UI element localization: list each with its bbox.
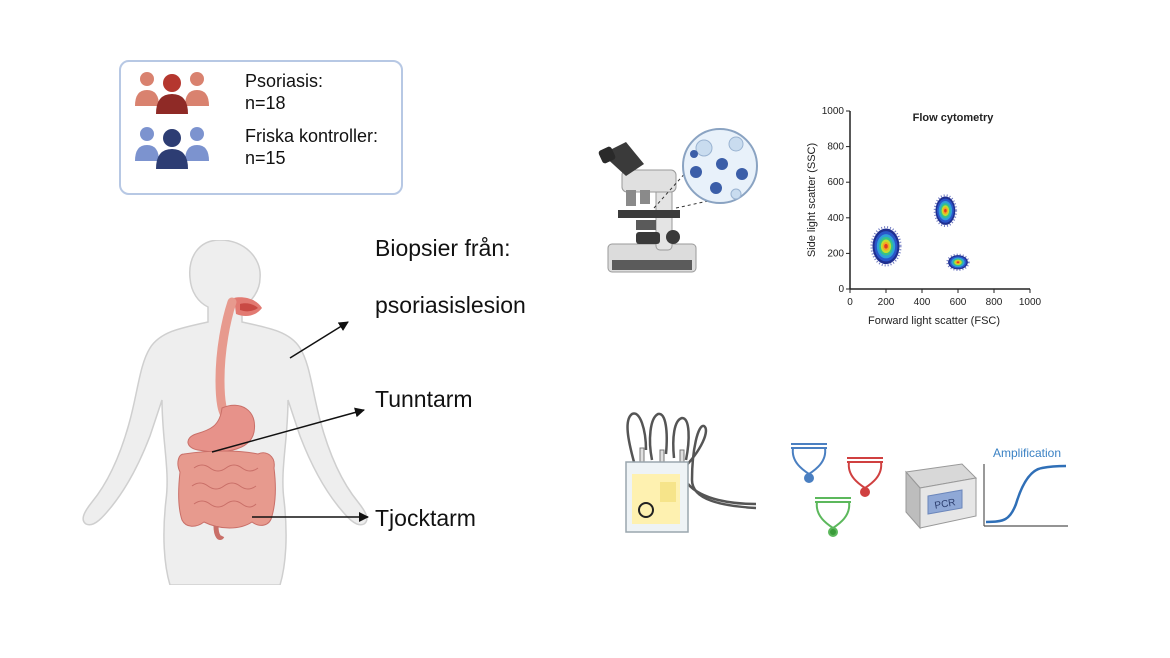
arrow-skin xyxy=(289,321,349,359)
y-tick-label: 800 xyxy=(827,142,844,153)
electrode-wires xyxy=(626,412,757,510)
probe-red xyxy=(847,457,883,497)
y-axis-label: Side light scatter (SSC) xyxy=(806,143,818,257)
legend-label-controls: Friska kontroller: n=15 xyxy=(245,125,378,169)
probe-green xyxy=(815,497,851,537)
legend-row-psoriasis xyxy=(135,70,211,116)
people-group-icon xyxy=(135,72,209,114)
pcr-machine-illustration: PCR xyxy=(905,463,978,530)
y-tick-label: 600 xyxy=(827,177,844,188)
amplification-label: Amplification xyxy=(993,446,1061,460)
group-count: n=18 xyxy=(245,93,286,113)
human-body-illustration xyxy=(82,240,368,585)
x-tick-label: 0 xyxy=(847,297,853,308)
x-axis-ticks: 0 200 400 600 800 1000 xyxy=(847,289,1042,308)
biopsy-site-skin: psoriasislesion xyxy=(375,292,526,318)
amplification-line xyxy=(985,464,1067,524)
legend-row-controls xyxy=(135,125,211,171)
cluster-3-density xyxy=(956,261,960,264)
y-tick-label: 0 xyxy=(838,284,844,295)
microscope-illustration xyxy=(598,128,758,273)
electrophoresis-illustration xyxy=(625,412,757,533)
biopsy-site-small-intestine: Tunntarm xyxy=(375,386,473,412)
arrow-small-intestine xyxy=(211,407,365,453)
biopsy-site-large-intestine: Tjocktarm xyxy=(375,505,476,531)
pcr-machine-icon xyxy=(905,463,978,530)
mouth-region xyxy=(234,297,262,316)
x-tick-label: 200 xyxy=(878,297,895,308)
flow-cytometry-plot: Flow cytometry 0 200 400 600 800 1000 0 200 400… xyxy=(806,106,1042,327)
plot-title: Flow cytometry xyxy=(913,112,995,124)
group-name: Psoriasis: xyxy=(245,71,324,91)
scatter-clusters xyxy=(870,194,970,271)
x-tick-label: 400 xyxy=(914,297,931,308)
group-name: Friska kontroller: xyxy=(245,126,379,146)
x-tick-label: 800 xyxy=(986,297,1003,308)
x-tick-label: 1000 xyxy=(1019,297,1042,308)
amplification-curve: Amplification xyxy=(983,446,1068,527)
y-axis-ticks: 0 200 400 600 800 1000 xyxy=(822,106,850,295)
cell-magnified-view xyxy=(682,128,758,204)
cluster-halo xyxy=(946,253,970,271)
cluster-1-density xyxy=(884,243,888,249)
y-tick-label: 1000 xyxy=(822,106,845,117)
stomach xyxy=(187,404,256,453)
y-tick-label: 400 xyxy=(827,213,844,224)
people-group-icon xyxy=(135,127,209,169)
biopsy-heading: Biopsier från: xyxy=(375,235,511,261)
x-tick-label: 600 xyxy=(950,297,967,308)
gel-chamber xyxy=(625,461,689,533)
legend-label-psoriasis: Psoriasis: n=18 xyxy=(245,70,323,114)
intestines xyxy=(177,450,276,541)
microscope-icon xyxy=(598,142,697,273)
y-tick-label: 200 xyxy=(827,248,844,259)
cluster-2-density xyxy=(944,208,947,213)
cluster-halo xyxy=(870,226,902,267)
legend-box: Psoriasis: n=18 Friska kontroller: n=15 xyxy=(119,60,403,195)
x-axis-label: Forward light scatter (FSC) xyxy=(868,315,1000,327)
primer-probes-illustration xyxy=(791,443,883,537)
probe-blue xyxy=(791,443,827,483)
pcr-display-label: PCR xyxy=(934,497,957,512)
group-count: n=15 xyxy=(245,148,286,168)
